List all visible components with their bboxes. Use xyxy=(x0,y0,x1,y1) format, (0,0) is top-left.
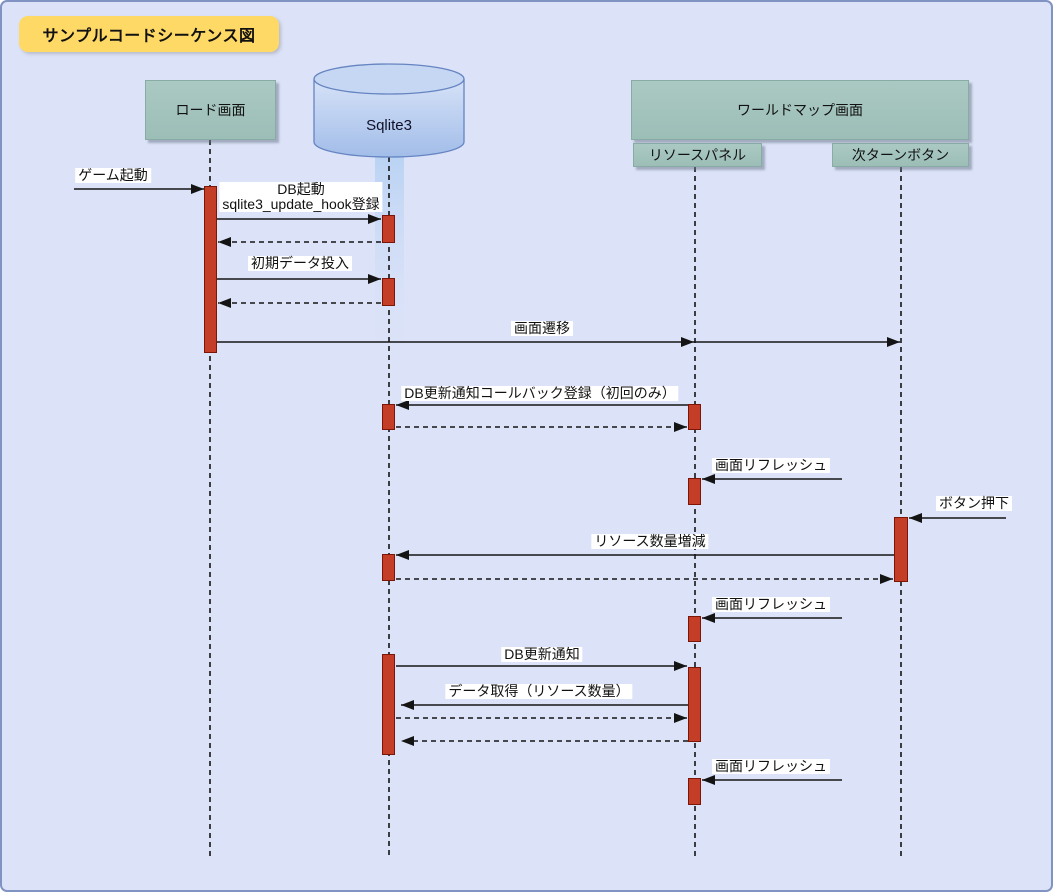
participant-next-turn-button: 次ターンボタン xyxy=(832,143,969,167)
activation-bar-resource-panel xyxy=(688,404,701,430)
participant-label: ワールドマップ画面 xyxy=(737,102,863,118)
activation-bar-next-turn-button xyxy=(894,517,908,582)
message xyxy=(396,400,688,410)
message xyxy=(396,550,894,560)
return-message xyxy=(396,574,893,584)
participant-label: ロード画面 xyxy=(175,102,246,118)
arrowhead-icon xyxy=(396,550,409,560)
activation-bar-sqlite3 xyxy=(382,278,395,306)
participant-label: Sqlite3 xyxy=(366,117,412,134)
participant-load-screen: ロード画面 xyxy=(145,80,276,140)
message-label-line: 画面リフレッシュ xyxy=(715,596,827,612)
message xyxy=(909,513,1006,523)
participant-label: 次ターンボタン xyxy=(851,147,950,163)
message-label-line: sqlite3_update_hook登録 xyxy=(222,196,380,212)
message-label-line: 画面遷移 xyxy=(514,320,570,336)
message-label: 画面遷移 xyxy=(511,321,573,336)
participant-resource-panel: リソースパネル xyxy=(633,143,762,167)
message xyxy=(217,214,381,224)
message-label-line: ボタン押下 xyxy=(939,495,1009,511)
participant-label: リソースパネル xyxy=(648,147,747,163)
message xyxy=(401,700,688,710)
participant-worldmap-screen: ワールドマップ画面 xyxy=(631,80,969,140)
arrowhead-icon xyxy=(218,237,231,247)
activation-bar-sqlite3 xyxy=(382,404,395,430)
activation-bar-sqlite3 xyxy=(382,654,395,755)
arrowhead-icon xyxy=(702,613,715,623)
return-message xyxy=(396,713,687,723)
activation-bar-resource-panel xyxy=(688,616,701,642)
message-label: 初期データ投入 xyxy=(248,256,352,271)
arrowhead-icon xyxy=(368,274,381,284)
message-label: 画面リフレッシュ xyxy=(712,759,830,774)
arrowhead-icon xyxy=(368,214,381,224)
return-message xyxy=(396,422,687,432)
arrowhead-icon xyxy=(401,736,414,746)
arrowhead-icon xyxy=(887,337,900,347)
message xyxy=(217,337,900,347)
message-label-line: 画面リフレッシュ xyxy=(715,457,827,473)
activation-bar-resource-panel xyxy=(688,778,701,805)
arrowhead-icon xyxy=(396,400,409,410)
message-label: 画面リフレッシュ xyxy=(712,597,830,612)
message xyxy=(702,613,842,623)
message-label-line: データ取得（リソース数量） xyxy=(448,683,630,699)
message-label: 画面リフレッシュ xyxy=(712,458,830,473)
message xyxy=(217,274,381,284)
activation-bar-resource-panel xyxy=(688,478,701,505)
arrowhead-icon xyxy=(909,513,922,523)
arrowhead-icon xyxy=(702,474,715,484)
message-label-line: リソース数量増減 xyxy=(594,533,706,549)
arrowhead-icon xyxy=(191,184,204,194)
arrowhead-icon xyxy=(674,422,687,432)
arrowhead-icon xyxy=(218,298,231,308)
arrowhead-icon xyxy=(401,700,414,710)
message-label: ゲーム起動 xyxy=(75,168,151,183)
message xyxy=(396,661,687,671)
return-message xyxy=(401,736,688,746)
message xyxy=(74,184,204,194)
message-label-line: DB更新通知 xyxy=(504,646,580,662)
message-label: ボタン押下 xyxy=(936,496,1012,511)
arrowhead-icon xyxy=(674,661,687,671)
message-label: DB更新通知コールバック登録（初回のみ） xyxy=(401,385,679,401)
message-label-line: DB起動 xyxy=(277,181,325,197)
database-cylinder-body xyxy=(313,79,465,158)
message-label-line: ゲーム起動 xyxy=(78,167,148,183)
activation-bar-sqlite3 xyxy=(382,554,395,581)
participant-sqlite3: Sqlite3 xyxy=(313,63,465,158)
database-cylinder-top xyxy=(313,63,465,95)
message-label: リソース数量増減 xyxy=(591,533,709,549)
message-label-line: DB更新通知コールバック登録（初回のみ） xyxy=(404,385,676,401)
arrowhead-icon xyxy=(674,713,687,723)
return-message xyxy=(218,237,381,247)
activation-bar-resource-panel xyxy=(688,667,701,742)
return-message xyxy=(218,298,381,308)
activation-bar-sqlite3 xyxy=(382,215,395,243)
arrowhead-icon xyxy=(880,574,893,584)
message xyxy=(702,474,842,484)
message-label: データ取得（リソース数量） xyxy=(445,683,633,699)
message-label-line: 初期データ投入 xyxy=(251,255,349,271)
diagram-title: サンプルコードシーケンス図 xyxy=(19,16,279,52)
message xyxy=(702,775,842,785)
message-label-line: 画面リフレッシュ xyxy=(715,758,827,774)
arrowhead-icon xyxy=(702,775,715,785)
activation-bar-load-screen xyxy=(204,186,217,353)
arrowhead-icon xyxy=(681,337,694,347)
message-label: DB更新通知 xyxy=(501,646,583,662)
